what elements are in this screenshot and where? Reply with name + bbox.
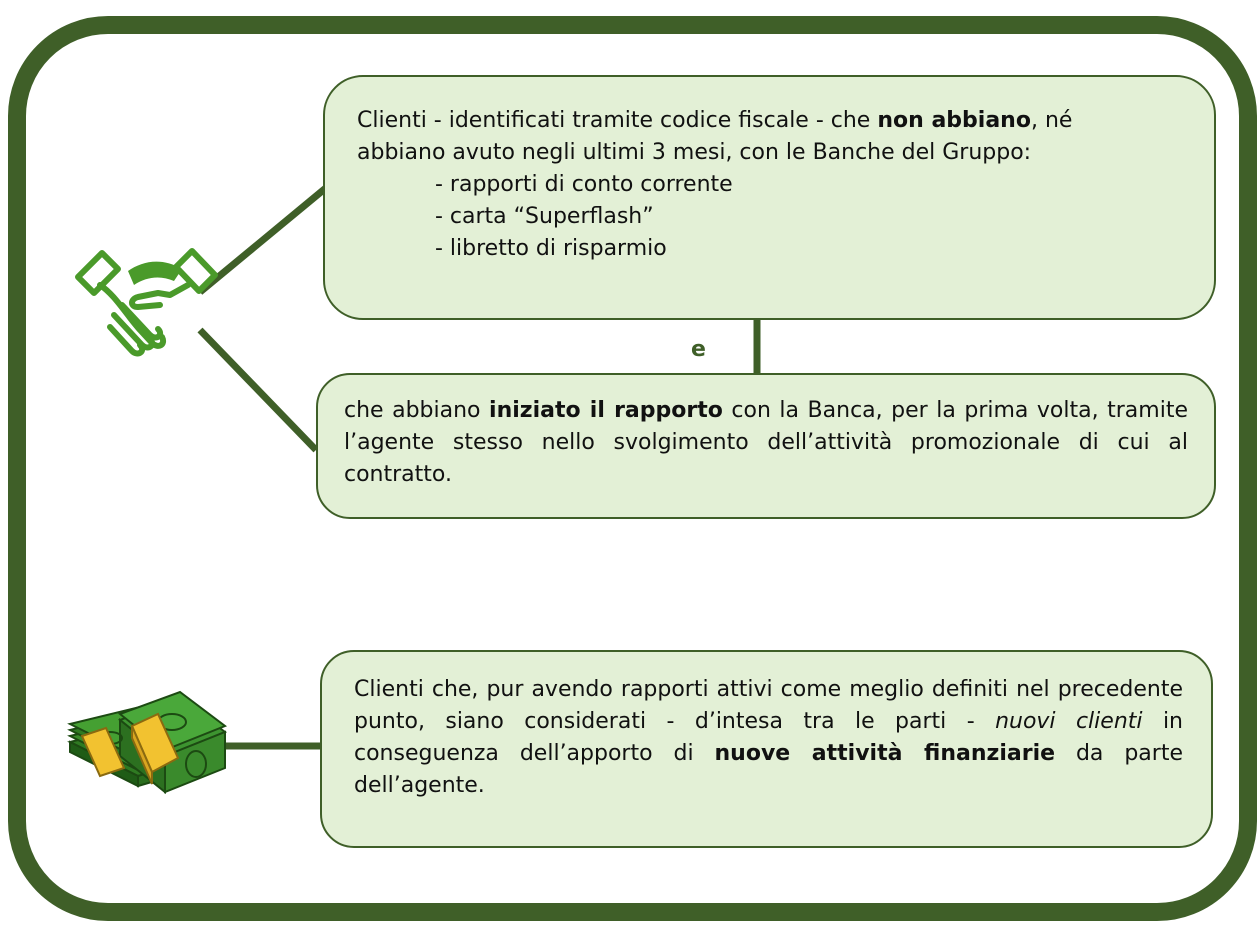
bullet-item: - rapporti di conto corrente — [435, 172, 733, 197]
condition-box-first-relationship: che abbiano iniziato il rapporto con la … — [316, 373, 1216, 519]
box1-line1: Clienti - identificati tramite codice fi… — [357, 105, 1182, 137]
box1-text: Clienti - identificati tramite codice fi… — [357, 108, 878, 133]
box3-italic-text: nuovi clienti — [995, 709, 1143, 734]
box2-bold-text: iniziato il rapporto — [489, 398, 723, 423]
condition-box-new-assets: Clienti che, pur avendo rapporti attivi … — [320, 650, 1213, 848]
bullet-item: - carta “Superflash” — [435, 204, 654, 229]
box2-text-end: con la Banca, per la prima volta, tramit… — [344, 398, 1188, 487]
box1-bold-text: non abbiano — [877, 108, 1031, 133]
condition-box-no-relationship: Clienti - identificati tramite codice fi… — [323, 75, 1216, 320]
box1-line2: abbiano avuto negli ultimi 3 mesi, con l… — [357, 140, 1032, 165]
box2-text: che abbiano — [344, 398, 490, 423]
connector-handshake-to-box1 — [197, 184, 330, 295]
connector-handshake-to-box2 — [197, 327, 319, 453]
handshake-icon — [75, 248, 218, 357]
bullet-item: - libretto di risparmio — [435, 236, 667, 261]
conjunction-label: e — [691, 337, 706, 362]
money-stack-icon — [67, 690, 228, 795]
box3-bold-text: nuove attività finanziarie — [714, 741, 1056, 766]
box1-text-end: , né — [1030, 108, 1073, 133]
box3-text-mid: in conseguenza dell’apporto di — [354, 709, 1183, 766]
box3-text-end: da parte dell’agente. — [354, 741, 1183, 798]
box3-text: Clienti che, pur avendo rapporti attivi … — [354, 677, 1183, 734]
